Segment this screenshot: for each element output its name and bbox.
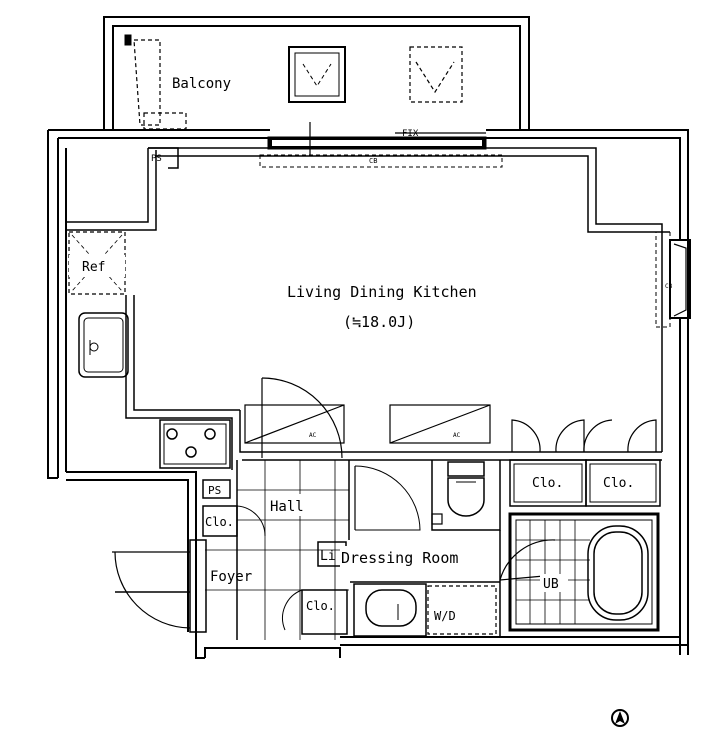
ub-label-bg (540, 574, 568, 592)
ldk-label: Living Dining Kitchen (287, 283, 477, 301)
foyer-label: Foyer (210, 569, 252, 585)
outdoor-unit-1 (288, 46, 346, 103)
closet-foyer-label: Clo. (306, 599, 335, 613)
ub-label: UB (543, 577, 559, 592)
window-fix (259, 122, 503, 168)
hall-label-bg (266, 494, 318, 516)
ldk-door (261, 377, 343, 459)
dressing-room (350, 530, 501, 637)
washer-space (427, 585, 497, 635)
ac-right-label: AC (453, 432, 461, 439)
exterior-walls (47, 129, 689, 659)
ac-left-label: AC (309, 432, 317, 439)
balcony-label: Balcony (172, 76, 231, 92)
closet-2 (585, 459, 661, 507)
ps-hall (202, 479, 231, 499)
closet-foyer (282, 589, 348, 635)
ps-hall-label: PS (208, 484, 221, 497)
ldk-size-label: (≒18.0J) (343, 313, 415, 331)
fix-label: FIX (402, 129, 419, 139)
hall-label: Hall (270, 499, 304, 515)
outdoor-unit-2 (409, 46, 463, 103)
unit-bath-floor-grid (516, 520, 590, 624)
hall-door-right (354, 465, 421, 531)
bathtub (587, 525, 649, 621)
closet-hall-label: Clo. (205, 515, 234, 529)
closet-2-label: Clo. (603, 476, 634, 491)
cb-right-label: CB (665, 283, 673, 290)
closet-hall (202, 505, 266, 537)
wash-basin (353, 583, 427, 637)
unit-bath (508, 512, 660, 632)
toilet (431, 460, 501, 531)
ref-label: Ref (82, 260, 105, 275)
north-arrow-icon (611, 709, 629, 727)
stove (159, 419, 231, 469)
hall-floor-grid (205, 460, 349, 640)
window-right (655, 200, 691, 328)
closet-doors-ldk (511, 419, 657, 453)
dressing-label: Dressing Room (341, 549, 458, 567)
foyer-area (112, 539, 207, 633)
washer-label: W/D (434, 609, 456, 623)
ac-unit-left (244, 404, 345, 444)
ac-unit-right (389, 404, 491, 444)
balcony-area (103, 16, 530, 130)
cb-label: CB (369, 157, 377, 165)
ref-label-bg (69, 255, 125, 277)
ldk-walls (66, 147, 670, 470)
kitchen-sink (78, 312, 129, 378)
closet-1-label: Clo. (532, 476, 563, 491)
ps-top (148, 147, 179, 169)
linen-label: Li (320, 549, 336, 564)
ps-top-label: PS (151, 154, 162, 164)
dressing-label-bg (340, 546, 492, 570)
